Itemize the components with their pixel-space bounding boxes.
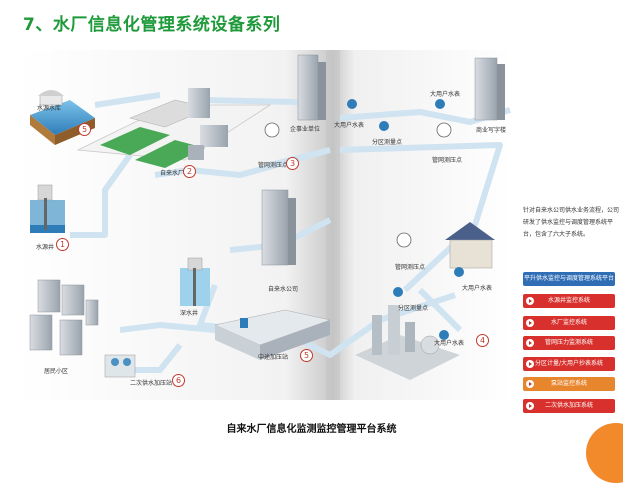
label-pressure-mid: 管网测压点 xyxy=(395,264,426,271)
marker-6-pumpstation: 6 xyxy=(172,374,185,387)
module-label: 水厂监控系统 xyxy=(550,319,587,326)
label-residential: 居民小区 xyxy=(44,368,69,375)
arrow-icon xyxy=(526,319,534,327)
label-water-source: 水源水库 xyxy=(37,105,62,112)
arrow-icon xyxy=(526,360,534,368)
label-pressure-top: 管网测压点 xyxy=(258,162,289,169)
marker-4-factory: 4 xyxy=(476,334,489,347)
module-label: 泵站监控系统 xyxy=(550,380,587,387)
label-pump-house: 中途加压站 xyxy=(258,354,289,361)
pump-house-icon xyxy=(214,309,331,360)
arrow-icon xyxy=(526,402,534,410)
commercial-tower-icon xyxy=(474,57,505,121)
label-well: 水源井 xyxy=(36,244,55,251)
arrow-icon xyxy=(526,297,534,305)
label-flow-meter-top: 大用户水表 xyxy=(334,122,365,129)
house-icon xyxy=(445,222,495,269)
marker-2-plant: 2 xyxy=(183,165,196,178)
marker-5-reservoir: 5 xyxy=(78,123,91,136)
office-tower-icon xyxy=(297,54,326,121)
module-label: 管网压力监测系统 xyxy=(544,339,593,346)
label-water-plant: 自来水厂 xyxy=(160,170,185,177)
module-pressure-monitor[interactable]: 管网压力监测系统 xyxy=(523,336,615,350)
pressure-gauge-icon xyxy=(264,122,452,248)
label-pump-station: 二次供水加压站 xyxy=(130,380,173,387)
book-spine xyxy=(326,50,340,400)
module-pump-monitor[interactable]: 泵站监控系统 xyxy=(523,377,615,391)
module-label: 分区计量/大用户抄表系统 xyxy=(534,360,604,367)
label-deep-well: 深水井 xyxy=(180,310,199,317)
label-district-meter: 分区测量点 xyxy=(372,139,403,146)
residential-buildings-icon xyxy=(29,279,99,356)
marker-3-pressure: 3 xyxy=(286,157,299,170)
module-secondary-supply[interactable]: 二次供水加压系统 xyxy=(523,399,615,413)
well-icon xyxy=(30,184,65,233)
label-pressure-right: 管网测压点 xyxy=(432,157,463,164)
label-control-center: 企事业单位 xyxy=(290,126,321,133)
marker-1-well: 1 xyxy=(56,238,69,251)
deep-well-icon xyxy=(180,257,210,306)
intro-text: 针对自来水公司供水业务流程，公司研发了供水监控与调度管理系统平台，包含了六大子系… xyxy=(523,207,620,238)
arrow-icon xyxy=(526,339,534,347)
factory-icon xyxy=(355,305,460,380)
label-district-2: 分区测量点 xyxy=(398,305,429,312)
page-title: 7、水厂信息化管理系统设备系列 xyxy=(23,15,281,35)
water-plant-icon xyxy=(76,88,272,168)
label-flow-meter-2: 大用户水表 xyxy=(430,91,461,98)
label-commercial: 商业写字楼 xyxy=(476,127,507,134)
label-factory-meter: 大用户水表 xyxy=(434,340,465,347)
pump-station-icon xyxy=(104,354,136,378)
label-house-meter: 大用户水表 xyxy=(462,285,493,292)
diagram-caption: 自来水厂信息化监测监控管理平台系统 xyxy=(226,424,397,435)
flow-meter-icon xyxy=(347,99,464,340)
module-label: 平升供水监控与调度管理系统平台 xyxy=(523,275,614,282)
module-plant-monitor[interactable]: 水厂监控系统 xyxy=(523,316,615,330)
module-label: 水源井监控系统 xyxy=(547,297,590,304)
module-platform[interactable]: 平升供水监控与调度管理系统平台 xyxy=(523,272,615,286)
company-tower-icon xyxy=(261,189,296,266)
label-company: 自来水公司 xyxy=(268,286,299,293)
arrow-icon xyxy=(526,380,534,388)
module-well-monitor[interactable]: 水源井监控系统 xyxy=(523,294,615,308)
module-meter-reading[interactable]: 分区计量/大用户抄表系统 xyxy=(523,357,615,371)
module-label: 二次供水加压系统 xyxy=(544,402,593,409)
marker-5-pumphouse: 5 xyxy=(300,349,313,362)
